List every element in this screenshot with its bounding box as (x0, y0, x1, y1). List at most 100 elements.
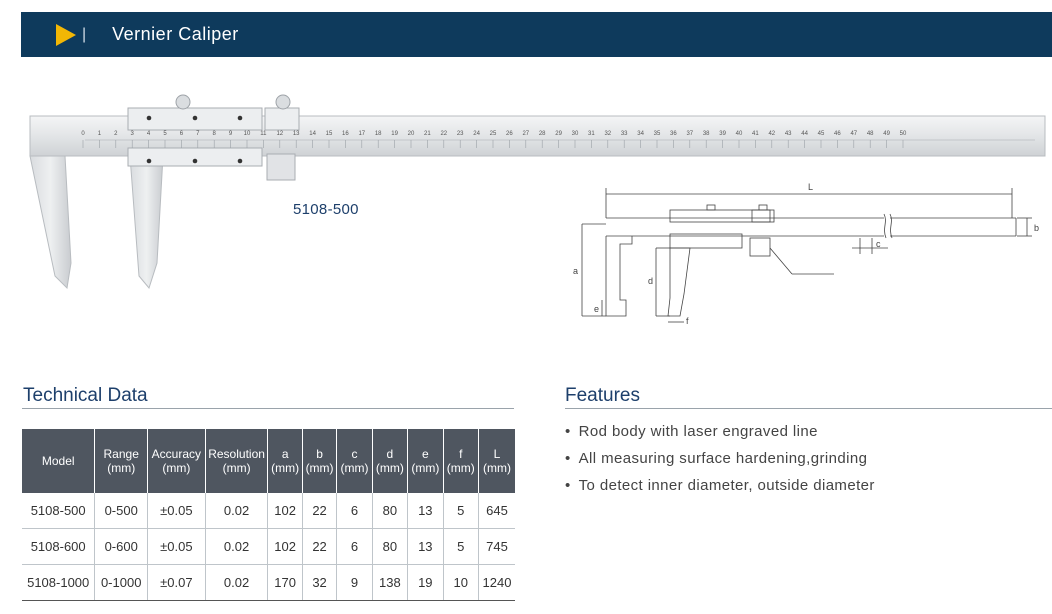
table-cell: 170 (267, 564, 303, 601)
ruler-number: 26 (506, 131, 513, 137)
fine-adjust-nut (266, 153, 296, 181)
ruler-number: 35 (654, 131, 661, 137)
table-cell: 102 (267, 493, 303, 529)
fixed-jaw (29, 155, 72, 290)
dim-label-L: L (808, 182, 813, 192)
ruler-number: 27 (522, 131, 529, 137)
table-cell: 5108-600 (22, 528, 96, 565)
ruler-number: 38 (703, 131, 710, 137)
ruler-number: 13 (293, 131, 300, 137)
dim-label-e: e (594, 304, 599, 314)
dim-label-c: c (876, 239, 881, 249)
feature-item: •To detect inner diameter, outside diame… (565, 477, 875, 494)
table-cell: 0-500 (94, 493, 149, 529)
ruler-number: 11 (260, 131, 267, 137)
table-cell: 22 (302, 493, 338, 529)
column-header: Resolution(mm) (205, 429, 269, 493)
ruler-number: 20 (408, 131, 415, 137)
ruler-number: 41 (752, 131, 759, 137)
ruler-number: 22 (440, 131, 447, 137)
ruler-number: 24 (473, 131, 480, 137)
rivet (146, 115, 152, 121)
feature-item: •Rod body with laser engraved line (565, 423, 818, 440)
lock-screw-top (175, 94, 191, 110)
column-header: f(mm) (443, 429, 479, 493)
feature-item: •All measuring surface hardening,grindin… (565, 450, 868, 467)
ruler-number: 43 (785, 131, 792, 137)
ruler-number: 8 (213, 131, 217, 137)
bullet-icon: • (565, 477, 571, 494)
features-divider (565, 408, 1052, 409)
ruler-number: 5 (163, 131, 167, 137)
table-cell: 745 (478, 528, 515, 565)
column-header: Model (22, 429, 96, 493)
dim-label-a: a (573, 266, 578, 276)
features-title: Features (565, 385, 640, 406)
table-cell: 102 (267, 528, 303, 565)
ruler-number: 9 (229, 131, 233, 137)
ruler-number: 2 (114, 131, 118, 137)
ruler-number: 16 (342, 131, 349, 137)
table-cell: 5108-500 (22, 493, 96, 529)
column-header: c(mm) (336, 429, 373, 493)
play-arrow-icon (56, 23, 76, 46)
table-cell: 80 (372, 528, 409, 565)
ruler-number: 15 (326, 131, 333, 137)
dim-label-f: f (686, 316, 689, 326)
dimension-drawing: L b a d e f c (573, 182, 1039, 326)
ruler-number: 23 (457, 131, 464, 137)
ruler-number: 30 (572, 131, 579, 137)
column-header: L(mm) (478, 429, 515, 493)
ruler-number: 37 (686, 131, 693, 137)
ruler-number: 3 (131, 131, 135, 137)
rivet (237, 115, 243, 121)
ruler-number: 42 (768, 131, 775, 137)
features-list: •Rod body with laser engraved line •All m… (565, 418, 875, 499)
table-cell: 1240 (478, 564, 515, 601)
table-cell: 22 (302, 528, 338, 565)
ruler-number: 47 (850, 131, 857, 137)
table-cell: 32 (302, 564, 338, 601)
table-cell: 0.02 (205, 564, 269, 601)
bullet-icon: • (565, 450, 571, 467)
sliding-jaw (129, 155, 164, 290)
vernier-slider-bottom (127, 147, 263, 167)
column-header: Range(mm) (94, 429, 149, 493)
rivet (237, 158, 243, 164)
ruler-number: 45 (818, 131, 825, 137)
ruler-number: 18 (375, 131, 382, 137)
model-label: 5108-500 (293, 201, 359, 218)
ruler-number: 48 (867, 131, 874, 137)
ruler-number: 29 (555, 131, 562, 137)
table-cell: 138 (372, 564, 409, 601)
ruler-number: 21 (424, 131, 431, 137)
page-title: Vernier Caliper (112, 24, 239, 44)
rivet (192, 158, 198, 164)
ruler-number: 12 (276, 131, 283, 137)
ruler-number: 34 (637, 131, 644, 137)
ruler-number: 49 (883, 131, 890, 137)
technical-data-divider (22, 408, 514, 409)
ruler-number: 4 (147, 131, 151, 137)
bullet-icon: • (565, 423, 571, 440)
table-cell: 0-600 (94, 528, 149, 565)
table-cell: 0-1000 (94, 564, 149, 601)
ruler-number: 33 (621, 131, 628, 137)
column-header: e(mm) (407, 429, 444, 493)
table-cell: ±0.05 (147, 493, 206, 529)
table-cell: ±0.07 (147, 564, 206, 601)
table-cell: 9 (336, 564, 373, 601)
table-cell: 19 (407, 564, 444, 601)
column-header: a(mm) (267, 429, 303, 493)
table-cell: 5108-1000 (22, 564, 96, 601)
table-cell: ±0.05 (147, 528, 206, 565)
table-cell: 645 (478, 493, 515, 529)
ruler-number: 25 (490, 131, 497, 137)
lock-screw-clamp (275, 94, 291, 110)
